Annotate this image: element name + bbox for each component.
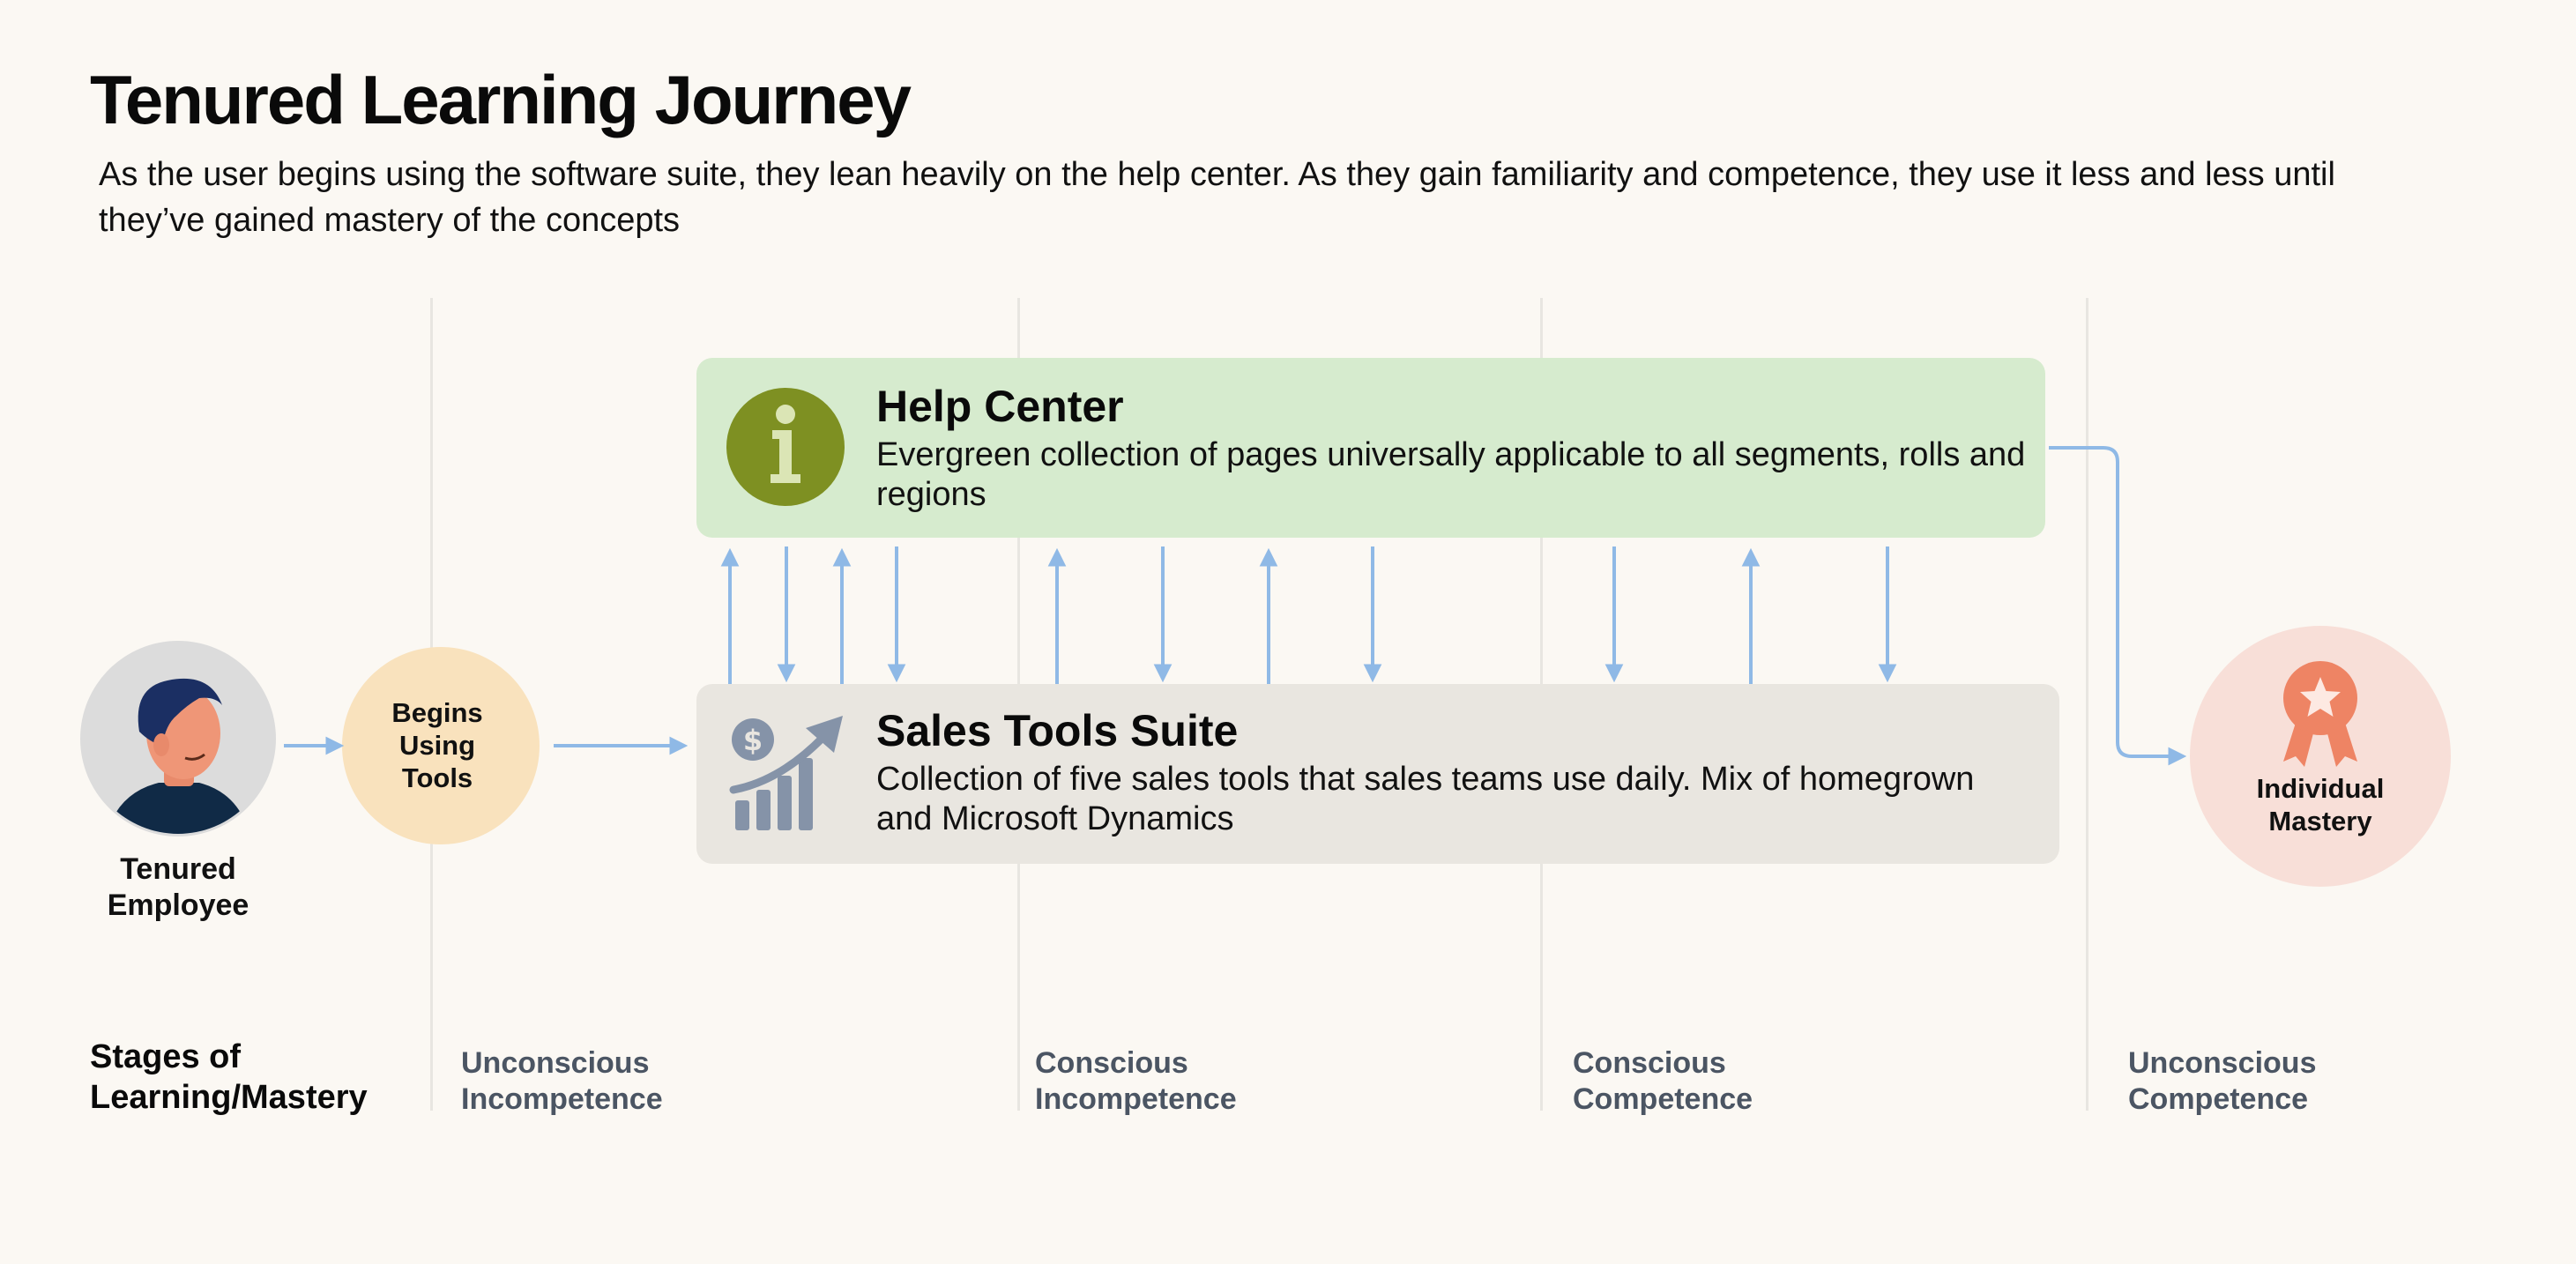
begins-node: [342, 647, 540, 844]
help-center-panel: [696, 358, 2045, 538]
sales-tools-title: Sales Tools Suite: [876, 706, 1239, 755]
help-center-title: Help Center: [876, 382, 1124, 431]
help-center-description: Evergreen collection of pages universall…: [876, 436, 2026, 513]
page-title: Tenured Learning Journey: [90, 61, 912, 138]
info-icon: [726, 388, 845, 506]
mastery-node: [2190, 626, 2451, 887]
employee-label: Tenured Employee: [72, 851, 284, 924]
begins-label-text: Begins Using Tools: [391, 697, 483, 793]
stage-label-unconscious-incompetence: Unconscious Incompetence: [461, 1046, 663, 1116]
page-subtitle: As the user begins using the software su…: [99, 156, 2335, 239]
employee-label-text: Tenured Employee: [107, 852, 249, 922]
mastery-label: Individual Mastery: [2188, 772, 2453, 837]
award-ribbon-icon: [2283, 661, 2357, 767]
stage-label-conscious-competence: Conscious Competence: [1573, 1046, 1753, 1116]
person-avatar-icon: [80, 641, 276, 836]
svg-text:$: $: [743, 724, 763, 757]
sales-tools-description: Collection of five sales tools that sale…: [876, 761, 1975, 837]
help-sales-connectors: [720, 546, 1897, 684]
stage-label-conscious-incompetence: Conscious Incompetence: [1035, 1046, 1237, 1116]
stage-divider-4: [2086, 298, 2088, 1111]
begins-label: Begins Using Tools: [344, 696, 531, 794]
stage-label-unconscious-competence: Unconscious Competence: [2128, 1046, 2317, 1116]
mastery-label-text: Individual Mastery: [2256, 773, 2385, 836]
arrow-help-to-mastery: [2049, 446, 2187, 766]
stages-heading: Stages of Learning/Mastery: [90, 1038, 368, 1116]
sales-growth-chart-icon: $: [729, 716, 843, 830]
sales-tools-panel: [696, 684, 2059, 864]
